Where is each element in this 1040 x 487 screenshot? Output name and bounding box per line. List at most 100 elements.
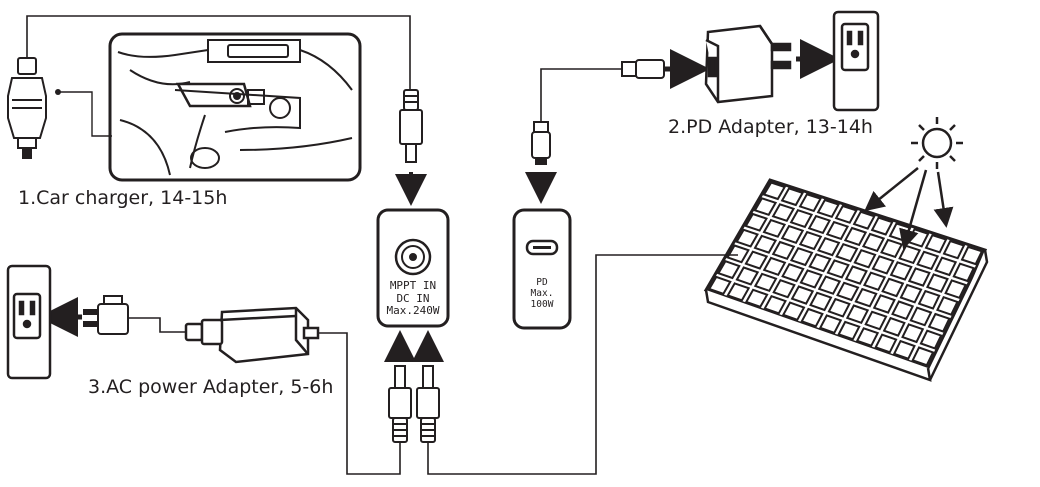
- sun-rays: [864, 167, 954, 250]
- solar-panel-cable: [427, 254, 738, 475]
- solar-cell: [899, 283, 923, 304]
- solar-cell: [753, 234, 778, 254]
- solar-cell: [882, 316, 906, 337]
- sun-icon: [911, 117, 963, 169]
- solar-cell: [907, 267, 931, 287]
- pd-usb-c-port: [512, 208, 572, 330]
- solar-cell: [790, 285, 815, 305]
- solar-cell: [753, 272, 778, 293]
- solar-cell: [753, 197, 778, 217]
- solar-cell: [798, 193, 822, 213]
- solar-cell: [845, 304, 870, 325]
- solar-cell: [789, 246, 814, 267]
- solar-cell: [835, 242, 859, 263]
- solar-cell: [771, 203, 796, 223]
- solar-cell: [944, 279, 967, 300]
- solar-cell: [716, 259, 741, 280]
- solar-cell: [726, 244, 750, 264]
- solar-cell: [901, 323, 925, 344]
- solar-cell: [808, 253, 832, 273]
- mppt-dc-input-port: [376, 208, 450, 328]
- solar-cell: [836, 281, 860, 302]
- solar-cell: [916, 250, 940, 271]
- solar-cell: [881, 277, 905, 298]
- solar-cell: [763, 294, 787, 315]
- car-charger-cable: [26, 15, 411, 90]
- solar-cell: [762, 218, 787, 238]
- pd-wall-adapter-icon: [704, 24, 840, 104]
- solar-panel-icon: [703, 178, 989, 382]
- solar-cell: [834, 204, 858, 224]
- pd-adapter-cable: [540, 68, 622, 122]
- solar-cell: [771, 240, 796, 261]
- solar-cell: [827, 297, 851, 318]
- pd-port-label: PD Max. 100W: [514, 277, 570, 311]
- solar-cell: [843, 226, 868, 247]
- dc-connector-bottom-left-icon: [388, 365, 412, 443]
- solar-cell: [844, 265, 868, 285]
- solar-cell: [800, 307, 824, 328]
- pd-adapter-caption: 2.PD Adapter, 13-14h: [668, 116, 873, 138]
- solar-cell: [772, 278, 796, 299]
- solar-cell: [911, 346, 935, 367]
- car-charger-caption: 1.Car charger, 14-15h: [18, 187, 228, 209]
- solar-cell: [762, 181, 787, 201]
- pd-port-label-line2: Max.: [530, 287, 554, 299]
- solar-cell: [924, 233, 948, 254]
- solar-cell: [871, 255, 895, 275]
- solar-cell: [825, 220, 850, 241]
- usb-c-connector-down-icon: [531, 121, 551, 165]
- mppt-port-label-line3: Max.240W: [386, 304, 440, 318]
- solar-cell: [927, 312, 951, 333]
- solar-cell: [707, 275, 732, 296]
- solar-cell: [744, 250, 769, 270]
- solar-cell: [909, 306, 933, 327]
- mppt-port-label-line1: MPPT IN: [389, 279, 437, 292]
- solar-cell: [853, 248, 877, 269]
- solar-cell: [925, 273, 949, 293]
- solar-cell: [942, 239, 966, 260]
- solar-cell: [872, 294, 896, 314]
- usb-c-cable-end-icon: [621, 49, 710, 89]
- solar-cell: [891, 300, 915, 321]
- dc-connector-top-icon: [399, 89, 423, 163]
- pd-port-label-line3: 100W: [530, 298, 554, 310]
- solar-cell: [854, 287, 878, 308]
- solar-cell: [892, 339, 916, 360]
- solar-cell: [818, 314, 843, 335]
- pd-port-label-line1: PD: [536, 277, 548, 288]
- ac-plug-icon: [38, 295, 129, 337]
- solar-cell: [735, 228, 759, 248]
- ac-adapter-brick-icon: [184, 306, 320, 364]
- solar-cell: [874, 333, 898, 354]
- solar-cell: [917, 289, 941, 310]
- solar-cell: [798, 230, 823, 251]
- ac-adapter-input-cable: [128, 317, 186, 333]
- solar-cell: [816, 198, 840, 219]
- solar-cell: [870, 216, 894, 236]
- solar-cell: [934, 256, 958, 277]
- solar-cell: [735, 266, 760, 286]
- solar-cell: [781, 262, 805, 283]
- solar-cell: [919, 329, 943, 350]
- solar-cell: [817, 236, 841, 257]
- dc-connector-bottom-right-icon: [416, 365, 440, 443]
- leader-dot: [55, 89, 61, 95]
- solar-cell: [936, 295, 959, 316]
- solar-cell: [880, 238, 904, 259]
- solar-cell: [862, 271, 887, 292]
- solar-cell: [826, 259, 850, 279]
- solar-cell: [855, 327, 880, 347]
- solar-cell: [852, 210, 876, 230]
- car-charger-leader-line: [58, 91, 112, 137]
- ac-adapter-caption: 3.AC power Adapter, 5-6h: [88, 376, 334, 398]
- wall-outlet-top-icon: [832, 10, 880, 112]
- solar-cell: [889, 261, 913, 281]
- car-interior-illustration: [108, 32, 362, 182]
- solar-cell: [799, 269, 823, 289]
- car-charger-plug-icon: [7, 57, 47, 159]
- solar-cell: [762, 256, 787, 277]
- solar-cell: [744, 212, 768, 232]
- mppt-port-label: MPPT IN DC IN Max.240W: [378, 279, 448, 318]
